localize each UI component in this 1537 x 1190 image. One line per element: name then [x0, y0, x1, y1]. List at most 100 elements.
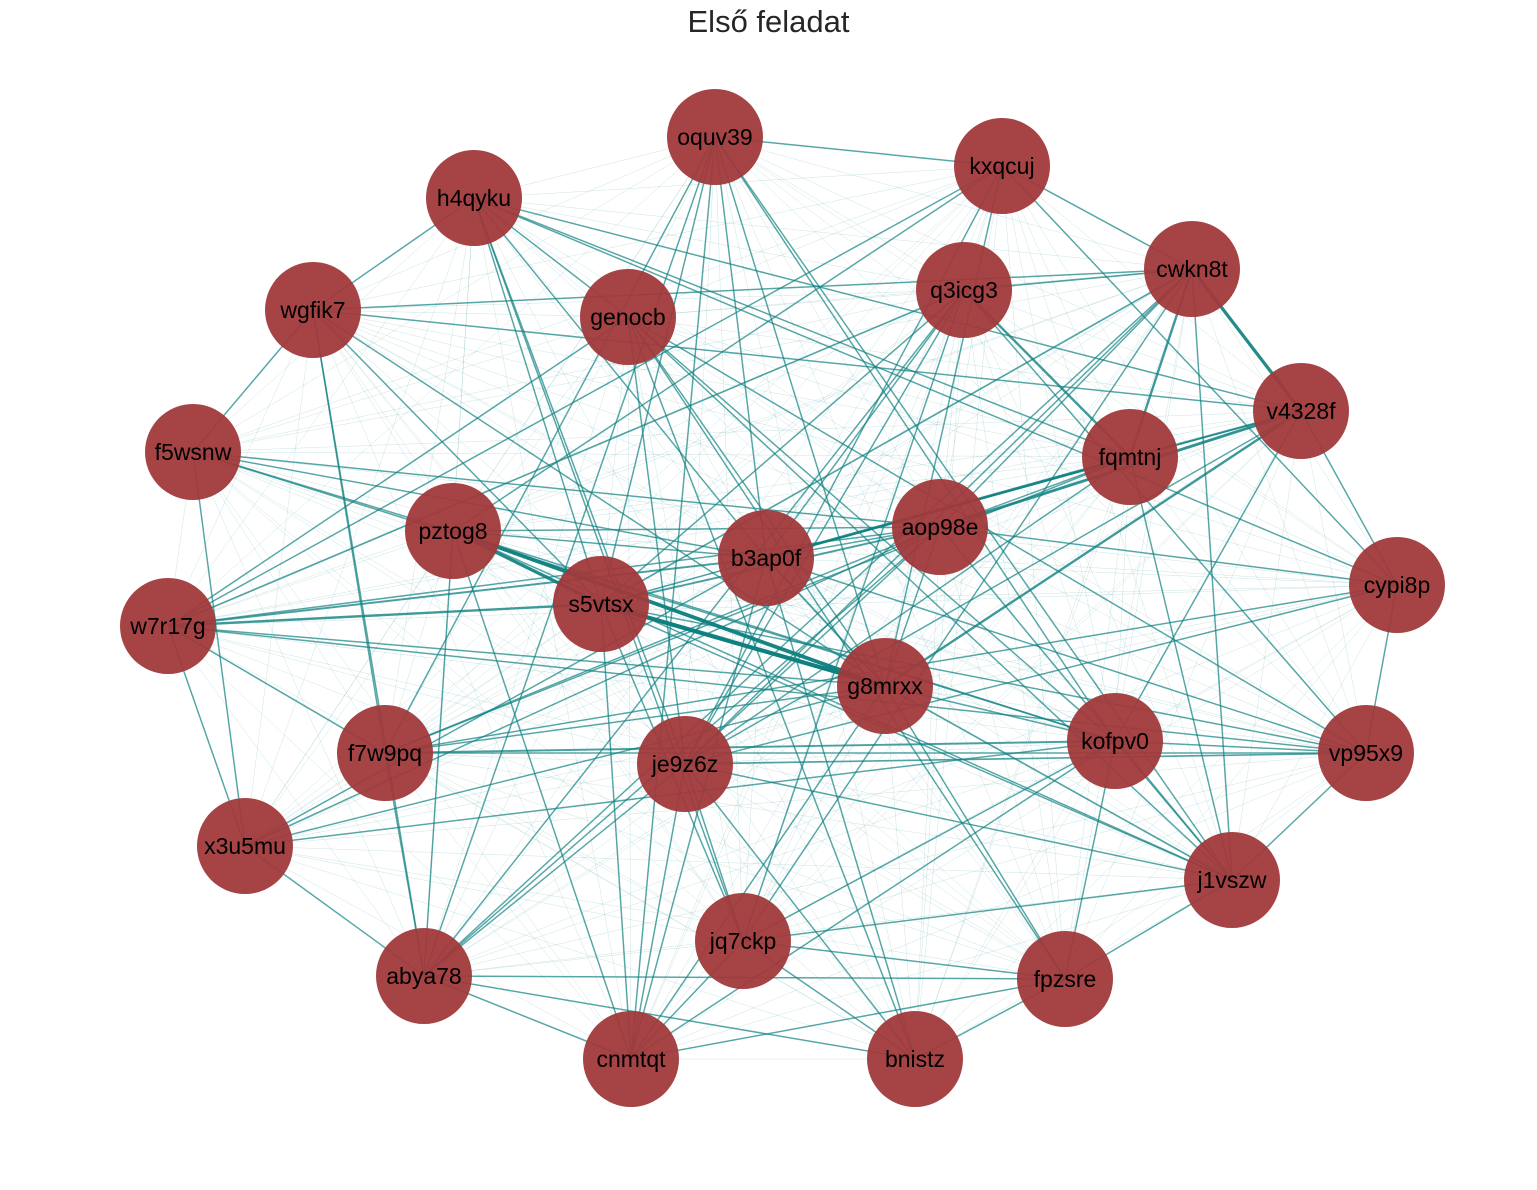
node-pztog8: pztog8: [405, 483, 501, 579]
edge-kxqcuj-h4qyku: [473, 165, 1003, 199]
edge-kxqcuj-w7r17g: [167, 165, 1003, 627]
edge-x3u5mu-g8mrxx: [244, 685, 886, 847]
edge-g8mrxx-j1vszw: [884, 685, 1233, 881]
edge-f7w9pq-fpzsre: [384, 752, 1066, 980]
edge-f7w9pq-je9z6z: [384, 752, 686, 765]
edge-abya78-q3icg3: [423, 289, 965, 977]
node-label: x3u5mu: [204, 833, 286, 859]
edge-oquv39-cwkn8t: [714, 136, 1193, 270]
edge-kxqcuj-pztog8: [452, 165, 1003, 532]
edge-wgfik7-fpzsre: [312, 309, 1066, 980]
node-label: kofpv0: [1081, 728, 1149, 754]
edge-pztog8-aop98e: [452, 526, 941, 532]
edge-je9z6z-genocb: [627, 316, 686, 765]
node-label: fpzsre: [1034, 966, 1097, 992]
edge-j1vszw-abya78: [423, 879, 1233, 977]
edge-cwkn8t-w7r17g: [167, 268, 1193, 627]
edge-fqmtnj-g8mrxx: [884, 456, 1131, 687]
edge-kofpv0-jq7ckp: [742, 740, 1116, 942]
edge-bnistz-genocb: [627, 316, 916, 1060]
edge-f7w9pq-cnmtqt: [384, 752, 632, 1060]
node-s5vtsx: s5vtsx: [553, 556, 649, 652]
node-f7w9pq: f7w9pq: [337, 705, 433, 801]
node-cwkn8t: cwkn8t: [1144, 221, 1240, 317]
edge-oquv39-g8mrxx: [714, 136, 886, 687]
edge-jq7ckp-j1vszw: [742, 879, 1233, 942]
edge-genocb-aop98e: [627, 316, 941, 528]
node-label: kxqcuj: [969, 153, 1034, 179]
edge-wgfik7-g8mrxx: [312, 309, 886, 687]
edge-j1vszw-je9z6z: [684, 763, 1233, 881]
node-circle: [916, 242, 1012, 338]
edge-wgfik7-cypi8p: [312, 309, 1398, 586]
edge-cypi8p-kxqcuj: [1001, 165, 1398, 586]
node-b3ap0f: b3ap0f: [718, 510, 814, 606]
edge-kxqcuj-fqmtnj: [1001, 165, 1131, 458]
edge-pztog8-jq7ckp: [452, 530, 744, 942]
edge-fqmtnj-je9z6z: [684, 456, 1131, 765]
edge-vp95x9-x3u5mu: [244, 752, 1367, 847]
edge-oquv39-aop98e: [714, 136, 941, 528]
edge-q3icg3-bnistz: [914, 289, 965, 1060]
edge-aop98e-cnmtqt: [630, 526, 941, 1060]
edge-q3icg3-pztog8: [452, 289, 965, 532]
edge-vp95x9-bnistz: [914, 752, 1367, 1060]
node-label: f7w9pq: [348, 740, 422, 766]
node-circle: [580, 269, 676, 365]
edge-cwkn8t-s5vtsx: [600, 268, 1193, 605]
edge-h4qyku-kofpv0: [473, 197, 1116, 742]
edge-h4qyku-pztog8: [452, 197, 475, 532]
edge-h4qyku-cwkn8t: [473, 197, 1193, 270]
edge-cwkn8t-f7w9pq: [384, 268, 1193, 754]
node-circle: [337, 705, 433, 801]
edge-h4qyku-fqmtnj: [473, 197, 1131, 458]
edge-x3u5mu-j1vszw: [244, 845, 1233, 881]
edge-kxqcuj-vp95x9: [1001, 165, 1367, 754]
edge-oquv39-s5vtsx: [600, 136, 716, 605]
edge-je9z6z-fpzsre: [684, 763, 1066, 980]
node-x3u5mu: x3u5mu: [197, 798, 293, 894]
node-circle: [892, 479, 988, 575]
node-g8mrxx: g8mrxx: [837, 638, 933, 734]
edge-kofpv0-v4328f: [1114, 410, 1302, 742]
node-label: je9z6z: [651, 751, 718, 777]
edge-f7w9pq-bnistz: [384, 752, 916, 1060]
node-label: bnistz: [885, 1046, 945, 1072]
node-jq7ckp: jq7ckp: [695, 893, 791, 989]
edge-v4328f-fpzsre: [1064, 410, 1302, 980]
edge-h4qyku-w7r17g: [167, 197, 475, 627]
edge-b3ap0f-jq7ckp: [742, 557, 767, 942]
edge-b3ap0f-fpzsre: [765, 557, 1066, 980]
edge-s5vtsx-vp95x9: [600, 603, 1367, 754]
edge-cypi8p-w7r17g: [167, 584, 1398, 627]
node-label: v4328f: [1266, 398, 1336, 424]
edge-x3u5mu-fpzsre: [244, 845, 1066, 980]
edge-bnistz-je9z6z: [684, 763, 916, 1060]
edge-kxqcuj-wgfik7: [312, 165, 1003, 311]
edge-oquv39-kofpv0: [714, 136, 1116, 742]
edge-genocb-fqmtnj: [627, 316, 1131, 458]
edge-fqmtnj-vp95x9: [1129, 456, 1367, 754]
edge-wgfik7-genocb: [312, 309, 629, 318]
edge-oquv39-vp95x9: [714, 136, 1367, 754]
edge-abya78-cwkn8t: [423, 268, 1193, 977]
edge-genocb-cypi8p: [627, 316, 1398, 586]
edge-wgfik7-bnistz: [312, 309, 916, 1060]
edge-kxqcuj-s5vtsx: [600, 165, 1003, 605]
node-circle: [1253, 363, 1349, 459]
node-aop98e: aop98e: [892, 479, 988, 575]
edge-cwkn8t-pztog8: [452, 268, 1193, 532]
edge-b3ap0f-h4qyku: [473, 197, 767, 559]
edge-cypi8p-x3u5mu: [244, 584, 1398, 847]
edge-f7w9pq-wgfik7: [312, 309, 386, 754]
edge-wgfik7-fqmtnj: [312, 309, 1131, 458]
edge-h4qyku-x3u5mu: [244, 197, 475, 847]
edge-q3icg3-w7r17g: [167, 289, 965, 627]
edge-genocb-cnmtqt: [627, 316, 632, 1060]
node-circle: [867, 1011, 963, 1107]
edge-jq7ckp-abya78: [423, 940, 744, 977]
node-circle: [1067, 693, 1163, 789]
node-circle: [1318, 705, 1414, 801]
edge-x3u5mu-b3ap0f: [244, 557, 767, 847]
